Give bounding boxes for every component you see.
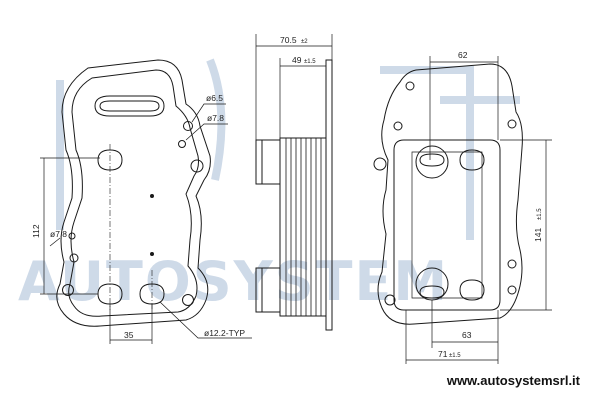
- watermark-text: AUTOSYSTEM: [18, 250, 449, 313]
- hole-left-bottom: [62, 284, 74, 296]
- nipple-top: [255, 139, 281, 185]
- nipple-bottom-inner: [261, 267, 281, 313]
- dim-35-lines: [109, 304, 153, 344]
- label-62: 62: [458, 50, 468, 60]
- label-d78-left: ø7.8: [50, 229, 67, 239]
- back-body: [393, 139, 501, 311]
- back-port-top-slot: [419, 153, 445, 167]
- dim-63-lines: [431, 300, 499, 348]
- top-slot-inner: [99, 100, 160, 112]
- back-hole-3: [373, 157, 387, 171]
- hole-right-mid: [190, 159, 204, 173]
- back-slot-top-right: [459, 149, 485, 171]
- back-slot-bottom-right: [459, 279, 485, 301]
- hole-d78-top: [178, 140, 186, 148]
- leader-d78-left: [49, 237, 61, 247]
- center-dot-1: [150, 194, 154, 198]
- back-port-bottom-slot: [419, 285, 445, 299]
- label-141-tol: ±1.5: [537, 208, 543, 220]
- leader-d78: [185, 123, 228, 141]
- hole-d78-left: [68, 232, 76, 240]
- side-view: [255, 34, 333, 331]
- dim-141-lines: [500, 139, 552, 311]
- label-35: 35: [124, 330, 134, 340]
- label-71-tol: ±1.5: [449, 353, 461, 359]
- back-hole-4: [384, 294, 396, 306]
- hole-left-low: [69, 253, 79, 263]
- label-141: 141: [533, 228, 543, 242]
- port-bottom-right: [139, 283, 165, 305]
- dim-49-lines: [279, 58, 326, 138]
- hole-d65: [183, 121, 193, 131]
- back-hole-6: [507, 259, 517, 269]
- label-705: 70.5: [280, 35, 297, 45]
- label-49-tol: ±1.5: [304, 59, 316, 65]
- leader-d65: [191, 103, 226, 123]
- top-slot: [94, 95, 165, 117]
- label-63: 63: [462, 330, 472, 340]
- back-port-top: [415, 145, 449, 179]
- dim-71-lines: [405, 310, 499, 364]
- port-bottom-left: [97, 283, 123, 305]
- back-view: [373, 56, 552, 364]
- back-plate-outline: [377, 63, 523, 325]
- fins: [285, 138, 322, 316]
- watermark: AUTOSYSTEM: [18, 58, 520, 313]
- hole-right-bottom: [182, 294, 194, 306]
- leader-d122: [159, 301, 252, 339]
- label-112: 112: [31, 224, 41, 238]
- front-plate-groove: [68, 69, 199, 317]
- back-body-inner: [411, 151, 483, 299]
- front-plate-outline: [56, 59, 211, 327]
- dim-62-lines: [429, 56, 499, 160]
- back-hole-7: [507, 285, 517, 295]
- footer-url[interactable]: www.autosystemsrl.it: [446, 373, 580, 388]
- label-d78-top: ø7.8: [207, 113, 224, 123]
- center-dot-2: [150, 252, 154, 256]
- dim-112-lines: [40, 157, 100, 295]
- back-hole-5: [507, 119, 517, 129]
- label-71: 71: [438, 349, 448, 359]
- dim-705-lines: [255, 34, 333, 140]
- label-d65: ø6.5: [206, 93, 223, 103]
- label-705-tol: ±2: [301, 39, 308, 45]
- fin-stack: [279, 137, 327, 317]
- label-49: 49: [292, 55, 302, 65]
- label-d122: ø12.2-TYP: [204, 328, 245, 338]
- back-hole-2: [393, 121, 403, 131]
- back-hole-1: [405, 81, 415, 91]
- center-lines: [109, 144, 153, 310]
- front-view: [40, 59, 252, 344]
- nipple-top-inner: [261, 139, 281, 185]
- port-top: [97, 149, 123, 171]
